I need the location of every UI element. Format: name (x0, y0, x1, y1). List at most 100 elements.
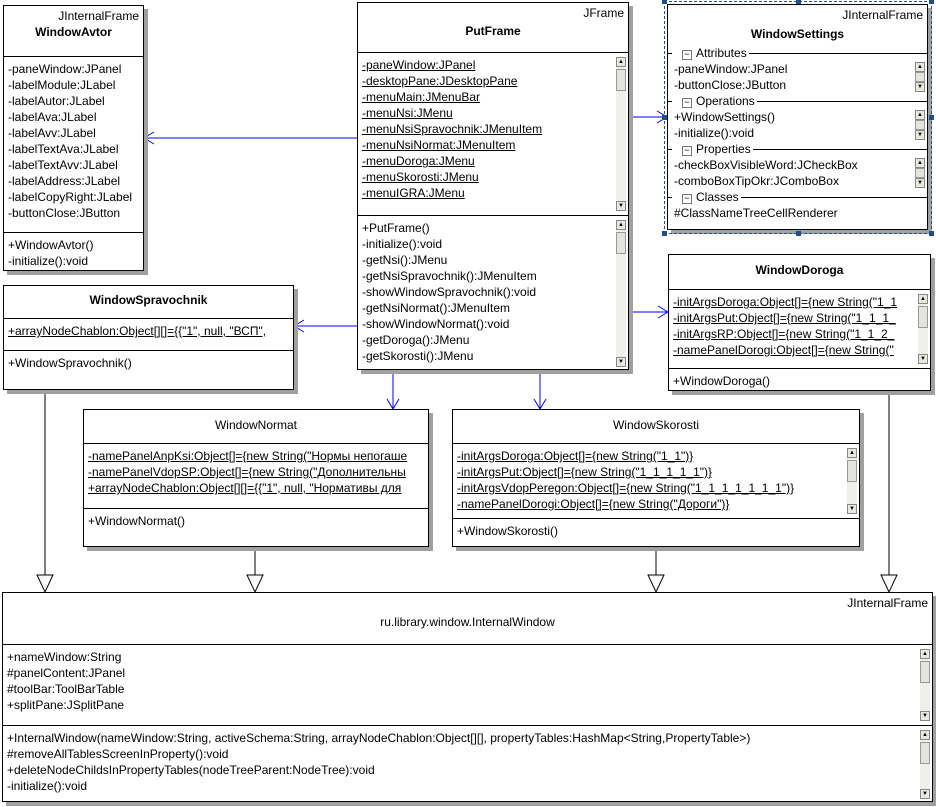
attribute: -initArgsPut:Object[]={new String("1_1_1… (457, 465, 712, 479)
resize-handle[interactable] (929, 115, 934, 120)
attribute: -labelAvv:JLabel (8, 126, 96, 140)
attribute: -paneWindow:JPanel (362, 58, 476, 72)
scroll-down-arrow-icon[interactable]: ▼ (915, 178, 925, 188)
scrollbar[interactable]: ▲▼ (918, 294, 928, 364)
scroll-down-arrow-icon[interactable]: ▼ (847, 504, 857, 514)
section-items: +WindowSettings()-initialize():void▲▼ (668, 109, 927, 141)
hollow-triangle-arrowhead-icon (36, 574, 54, 594)
operation: -showWindowNormat():void (362, 317, 510, 331)
section-header: −Classes (672, 190, 741, 204)
operation: -getNsi():JMenu (362, 253, 448, 267)
class-header: WindowNormat (84, 410, 428, 444)
resize-handle[interactable] (662, 0, 667, 4)
collapse-icon[interactable]: − (682, 194, 692, 204)
class-windownormat[interactable]: WindowNormat -namePanelAnpKsi:Object[]={n… (83, 409, 429, 547)
attribute: -namePanelVdopSP:Object[]={new String("Д… (88, 465, 406, 479)
class-name: PutFrame (465, 24, 521, 38)
scroll-up-arrow-icon[interactable]: ▲ (920, 649, 930, 659)
attribute: -buttonClose:JButton (8, 206, 121, 220)
resize-handle[interactable] (662, 231, 667, 236)
scroll-up-arrow-icon[interactable]: ▲ (918, 294, 928, 304)
section-classes[interactable]: −Classes (668, 189, 927, 205)
scroll-up-arrow-icon[interactable]: ▲ (915, 110, 925, 120)
scroll-up-arrow-icon[interactable]: ▲ (616, 57, 626, 67)
attribute: -menuDoroga:JMenu (362, 154, 475, 168)
section-label: Properties (696, 142, 751, 156)
attribute: -namePanelDorogi:Object[]={new String("Д… (457, 497, 730, 511)
section-operations[interactable]: −Operations (668, 93, 927, 109)
scrollbar[interactable]: ▲▼ (616, 220, 626, 367)
operations-compartment: +PutFrame()-initialize():void-getNsi():J… (358, 216, 628, 369)
operation: -initialize():void (8, 254, 89, 268)
scroll-up-arrow-icon[interactable]: ▲ (920, 730, 930, 740)
scroll-up-arrow-icon[interactable]: ▲ (847, 448, 857, 458)
class-windowskorosti[interactable]: WindowSkorosti-initArgsDoroga:Object[]={… (452, 409, 860, 547)
hollow-triangle-arrowhead-icon (246, 574, 264, 594)
scroll-down-arrow-icon[interactable]: ▼ (915, 130, 925, 140)
section-items: #ClassNameTreeCellRenderer (668, 205, 927, 221)
class-windowdoroga[interactable]: WindowDoroga-initArgsDoroga:Object[]={ne… (668, 254, 931, 391)
section-attributes[interactable]: −Attributes (668, 45, 927, 61)
attribute: -labelTextAvv:JLabel (8, 158, 118, 172)
attribute: -labelTextAva:JLabel (8, 142, 119, 156)
operation: -getDoroga():JMenu (362, 333, 470, 347)
operation: -showWindowSpravochnik():void (362, 285, 537, 299)
attribute: -initArgsRP:Object[]={new String("1_1_2_ (673, 327, 895, 341)
attribute: -desktopPane:JDesktopPane (362, 74, 518, 88)
section-items: -checkBoxVisibleWord:JCheckBox-comboBoxT… (668, 157, 927, 189)
resize-handle[interactable] (929, 0, 934, 4)
scroll-thumb[interactable] (915, 72, 925, 82)
scrollbar[interactable]: ▲▼ (915, 110, 925, 140)
collapse-icon[interactable]: − (682, 98, 692, 108)
scroll-down-arrow-icon[interactable]: ▼ (920, 789, 930, 799)
member: -paneWindow:JPanel (674, 62, 788, 76)
resize-handle[interactable] (795, 231, 801, 236)
collapse-icon[interactable]: − (682, 50, 692, 60)
class-windowspravochnik[interactable]: WindowSpravochnik+arrayNodeChablon:Objec… (3, 285, 294, 390)
attribute: +nameWindow:String (7, 650, 122, 664)
attribute: -menuIGRA:JMenu (362, 186, 465, 200)
class-stereotype: JInternalFrame (842, 8, 923, 22)
class-name: WindowSkorosti (612, 418, 700, 432)
attribute: -labelAva:JLabel (8, 110, 97, 124)
scroll-thumb[interactable] (915, 120, 925, 130)
scroll-up-arrow-icon[interactable]: ▲ (616, 220, 626, 230)
scroll-up-arrow-icon[interactable]: ▲ (915, 158, 925, 168)
resize-handle[interactable] (662, 115, 667, 120)
section-properties[interactable]: −Properties (668, 141, 927, 157)
class-name: WindowNormat (214, 418, 298, 432)
scroll-thumb[interactable] (847, 460, 857, 482)
scroll-thumb[interactable] (920, 661, 930, 683)
scroll-up-arrow-icon[interactable]: ▲ (915, 62, 925, 72)
scroll-down-arrow-icon[interactable]: ▼ (616, 357, 626, 367)
scrollbar[interactable]: ▲▼ (915, 158, 925, 188)
scrollbar[interactable]: ▲▼ (915, 62, 925, 92)
scrollbar[interactable]: ▲▼ (616, 57, 626, 211)
hollow-triangle-arrowhead-icon (880, 574, 898, 594)
scrollbar[interactable]: ▲▼ (920, 730, 930, 799)
scroll-down-arrow-icon[interactable]: ▼ (920, 711, 930, 721)
collapse-icon[interactable]: − (682, 146, 692, 156)
scroll-down-arrow-icon[interactable]: ▼ (616, 201, 626, 211)
scroll-thumb[interactable] (616, 232, 626, 254)
member: -initialize():void (674, 126, 755, 140)
scroll-thumb[interactable] (616, 69, 626, 91)
operation: #removeAllTablesScreenInProperty():void (7, 747, 229, 761)
scroll-thumb[interactable] (920, 742, 930, 764)
scroll-thumb[interactable] (918, 306, 928, 328)
resize-handle[interactable] (929, 231, 934, 236)
scrollbar[interactable]: ▲▼ (920, 649, 930, 721)
scroll-down-arrow-icon[interactable]: ▼ (918, 354, 928, 364)
attribute: -labelAddress:JLabel (8, 174, 121, 188)
resize-handle[interactable] (795, 0, 801, 4)
scroll-down-arrow-icon[interactable]: ▼ (915, 82, 925, 92)
scroll-thumb[interactable] (915, 168, 925, 178)
member: +WindowSettings() (674, 110, 776, 124)
scrollbar[interactable]: ▲▼ (847, 448, 857, 514)
attribute: -namePanelAnpKsi:Object[]={new String("Н… (88, 449, 408, 463)
class-name: WindowSpravochnik (89, 293, 208, 307)
